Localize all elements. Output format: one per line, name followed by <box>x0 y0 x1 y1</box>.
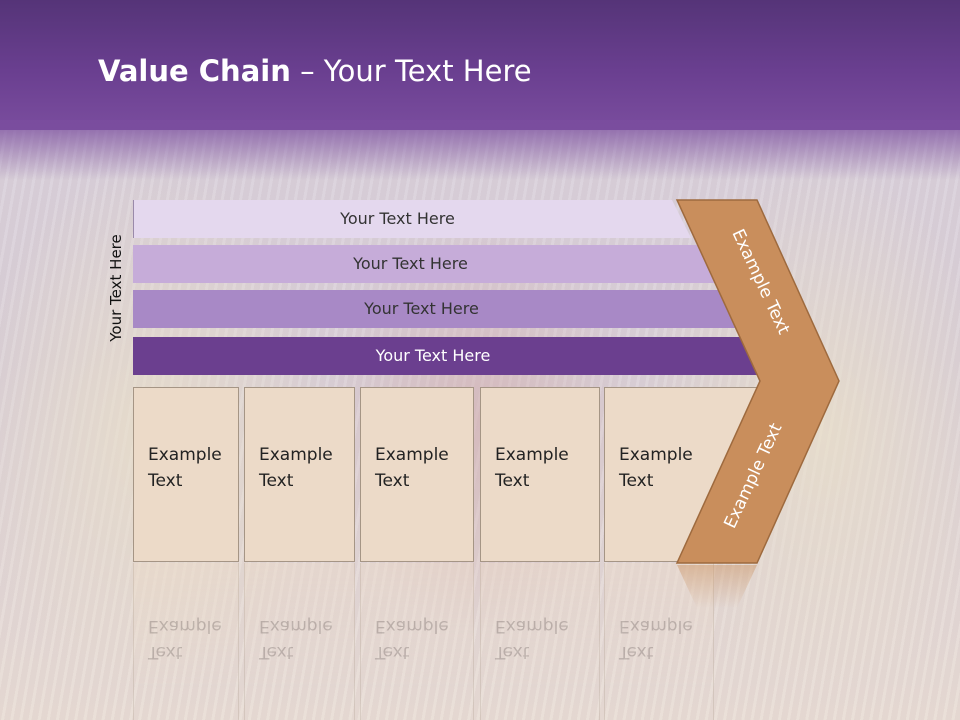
chain-band-4[interactable]: Your Text Here <box>133 337 763 375</box>
activity-box-line2: Text <box>259 471 294 491</box>
page-title: Value Chain – Your Text Here <box>98 54 532 88</box>
activity-box-line2: Text <box>148 471 183 491</box>
title-bold: Value Chain <box>98 54 291 88</box>
activity-box-line2: Text <box>495 471 530 491</box>
title-rest: – Your Text Here <box>290 54 532 88</box>
activity-box-line2: Text <box>375 471 410 491</box>
chain-band-2[interactable]: Your Text Here <box>133 245 718 283</box>
chain-band-3[interactable]: Your Text Here <box>133 290 740 328</box>
activity-box-line2: Text <box>619 471 654 491</box>
title-bar-fade <box>0 120 960 180</box>
activity-box-line1: Example <box>259 445 333 465</box>
arrow-shape[interactable] <box>675 199 840 564</box>
title-bar <box>0 0 960 130</box>
chain-band-1[interactable]: Your Text Here <box>133 200 691 238</box>
activity-box-line1: Example <box>148 445 222 465</box>
activity-box-line1: Example <box>375 445 449 465</box>
activity-box-line1: Example <box>619 445 693 465</box>
arrow-reflection <box>677 565 757 608</box>
activity-box-line1: Example <box>495 445 569 465</box>
